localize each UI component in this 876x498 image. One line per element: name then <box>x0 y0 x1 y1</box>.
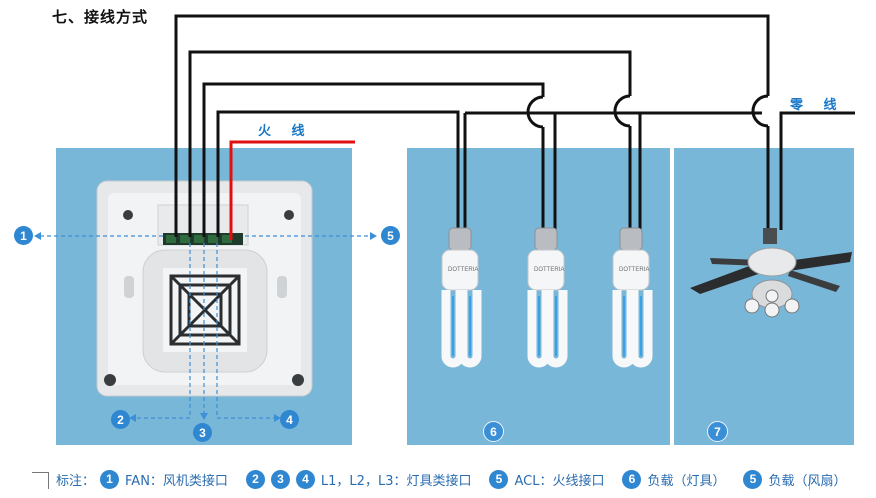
live-wire-label: 火 线 <box>258 124 313 139</box>
ceiling-fan <box>690 228 852 318</box>
legend-prefix: 标注： <box>56 473 96 489</box>
bulb-2 <box>527 227 568 368</box>
bulb-3 <box>612 227 653 368</box>
legend-badge-6: 6 <box>622 469 642 489</box>
legend-item-lamps: L1，L2，L3：灯具类接口 <box>320 473 472 489</box>
badge-l1-port: 2 <box>111 410 130 429</box>
section-title: 七、接线方式 <box>52 8 149 26</box>
legend-item-lamp-load: 负载（灯具） <box>647 473 726 489</box>
legend-badge-5-fan: 5 <box>743 469 763 489</box>
badge-fan-port: 1 <box>14 226 33 245</box>
bulb-brand-2: DOTTERIA <box>534 267 564 273</box>
legend-corner-mark <box>32 472 49 489</box>
black-wires <box>174 14 855 237</box>
legend: 标注： 1 FAN：风机类接口 2 3 4 L1，L2，L3：灯具类接口 5 A… <box>36 468 866 490</box>
legend-badge-1: 1 <box>100 469 120 489</box>
legend-item-fan-load: 负载（风扇） <box>768 473 847 489</box>
legend-end-mark <box>809 476 820 490</box>
legend-badge-4: 4 <box>295 469 315 489</box>
interface-arrows <box>40 235 372 419</box>
legend-item-acl: ACL：火线接口 <box>514 473 605 489</box>
legend-badge-3: 3 <box>270 469 290 489</box>
badge-fan-load: 7 <box>707 421 728 442</box>
badge-l3-port: 4 <box>280 410 299 429</box>
legend-item-fan: FAN：风机类接口 <box>125 473 228 489</box>
live-wire <box>229 140 355 240</box>
badge-lamp-load: 6 <box>483 421 504 442</box>
legend-badge-5: 5 <box>489 469 509 489</box>
neutral-wire-label: 零 线 <box>790 98 845 113</box>
badge-acl-port: 5 <box>381 226 400 245</box>
bulb-1 <box>441 227 482 368</box>
bulb-brand-1: DOTTERIA <box>448 267 478 273</box>
legend-badge-2: 2 <box>245 469 265 489</box>
badge-l2-port: 3 <box>193 423 212 442</box>
bulb-brand-3: DOTTERIA <box>619 267 649 273</box>
